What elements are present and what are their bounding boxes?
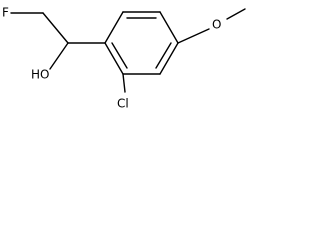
- bond-o-ch3: [226, 8, 246, 20]
- structure-diagram: F HO Cl O: [2, 6, 246, 111]
- bond-ring-o: [177, 28, 210, 44]
- bond-ch2-choh: [42, 12, 69, 44]
- ring-bond-c4-c5: [159, 42, 179, 75]
- atom-label-chlorine: Cl: [117, 97, 129, 111]
- atom-label-fluorine: F: [2, 6, 9, 20]
- ring-bond-c3-c4: [159, 11, 179, 44]
- atom-label-hydroxyl: HO: [31, 68, 49, 82]
- ring-bond-c6-c1: [104, 42, 124, 75]
- bond-ring-cl: [122, 73, 126, 93]
- bond-choh-oh: [49, 42, 69, 70]
- ring-bond-c1-c2: [104, 11, 124, 44]
- atom-label-methoxy-oxygen: O: [212, 18, 221, 32]
- ring-double-bond-3: [111, 42, 128, 69]
- ring-double-bond-2: [155, 42, 172, 69]
